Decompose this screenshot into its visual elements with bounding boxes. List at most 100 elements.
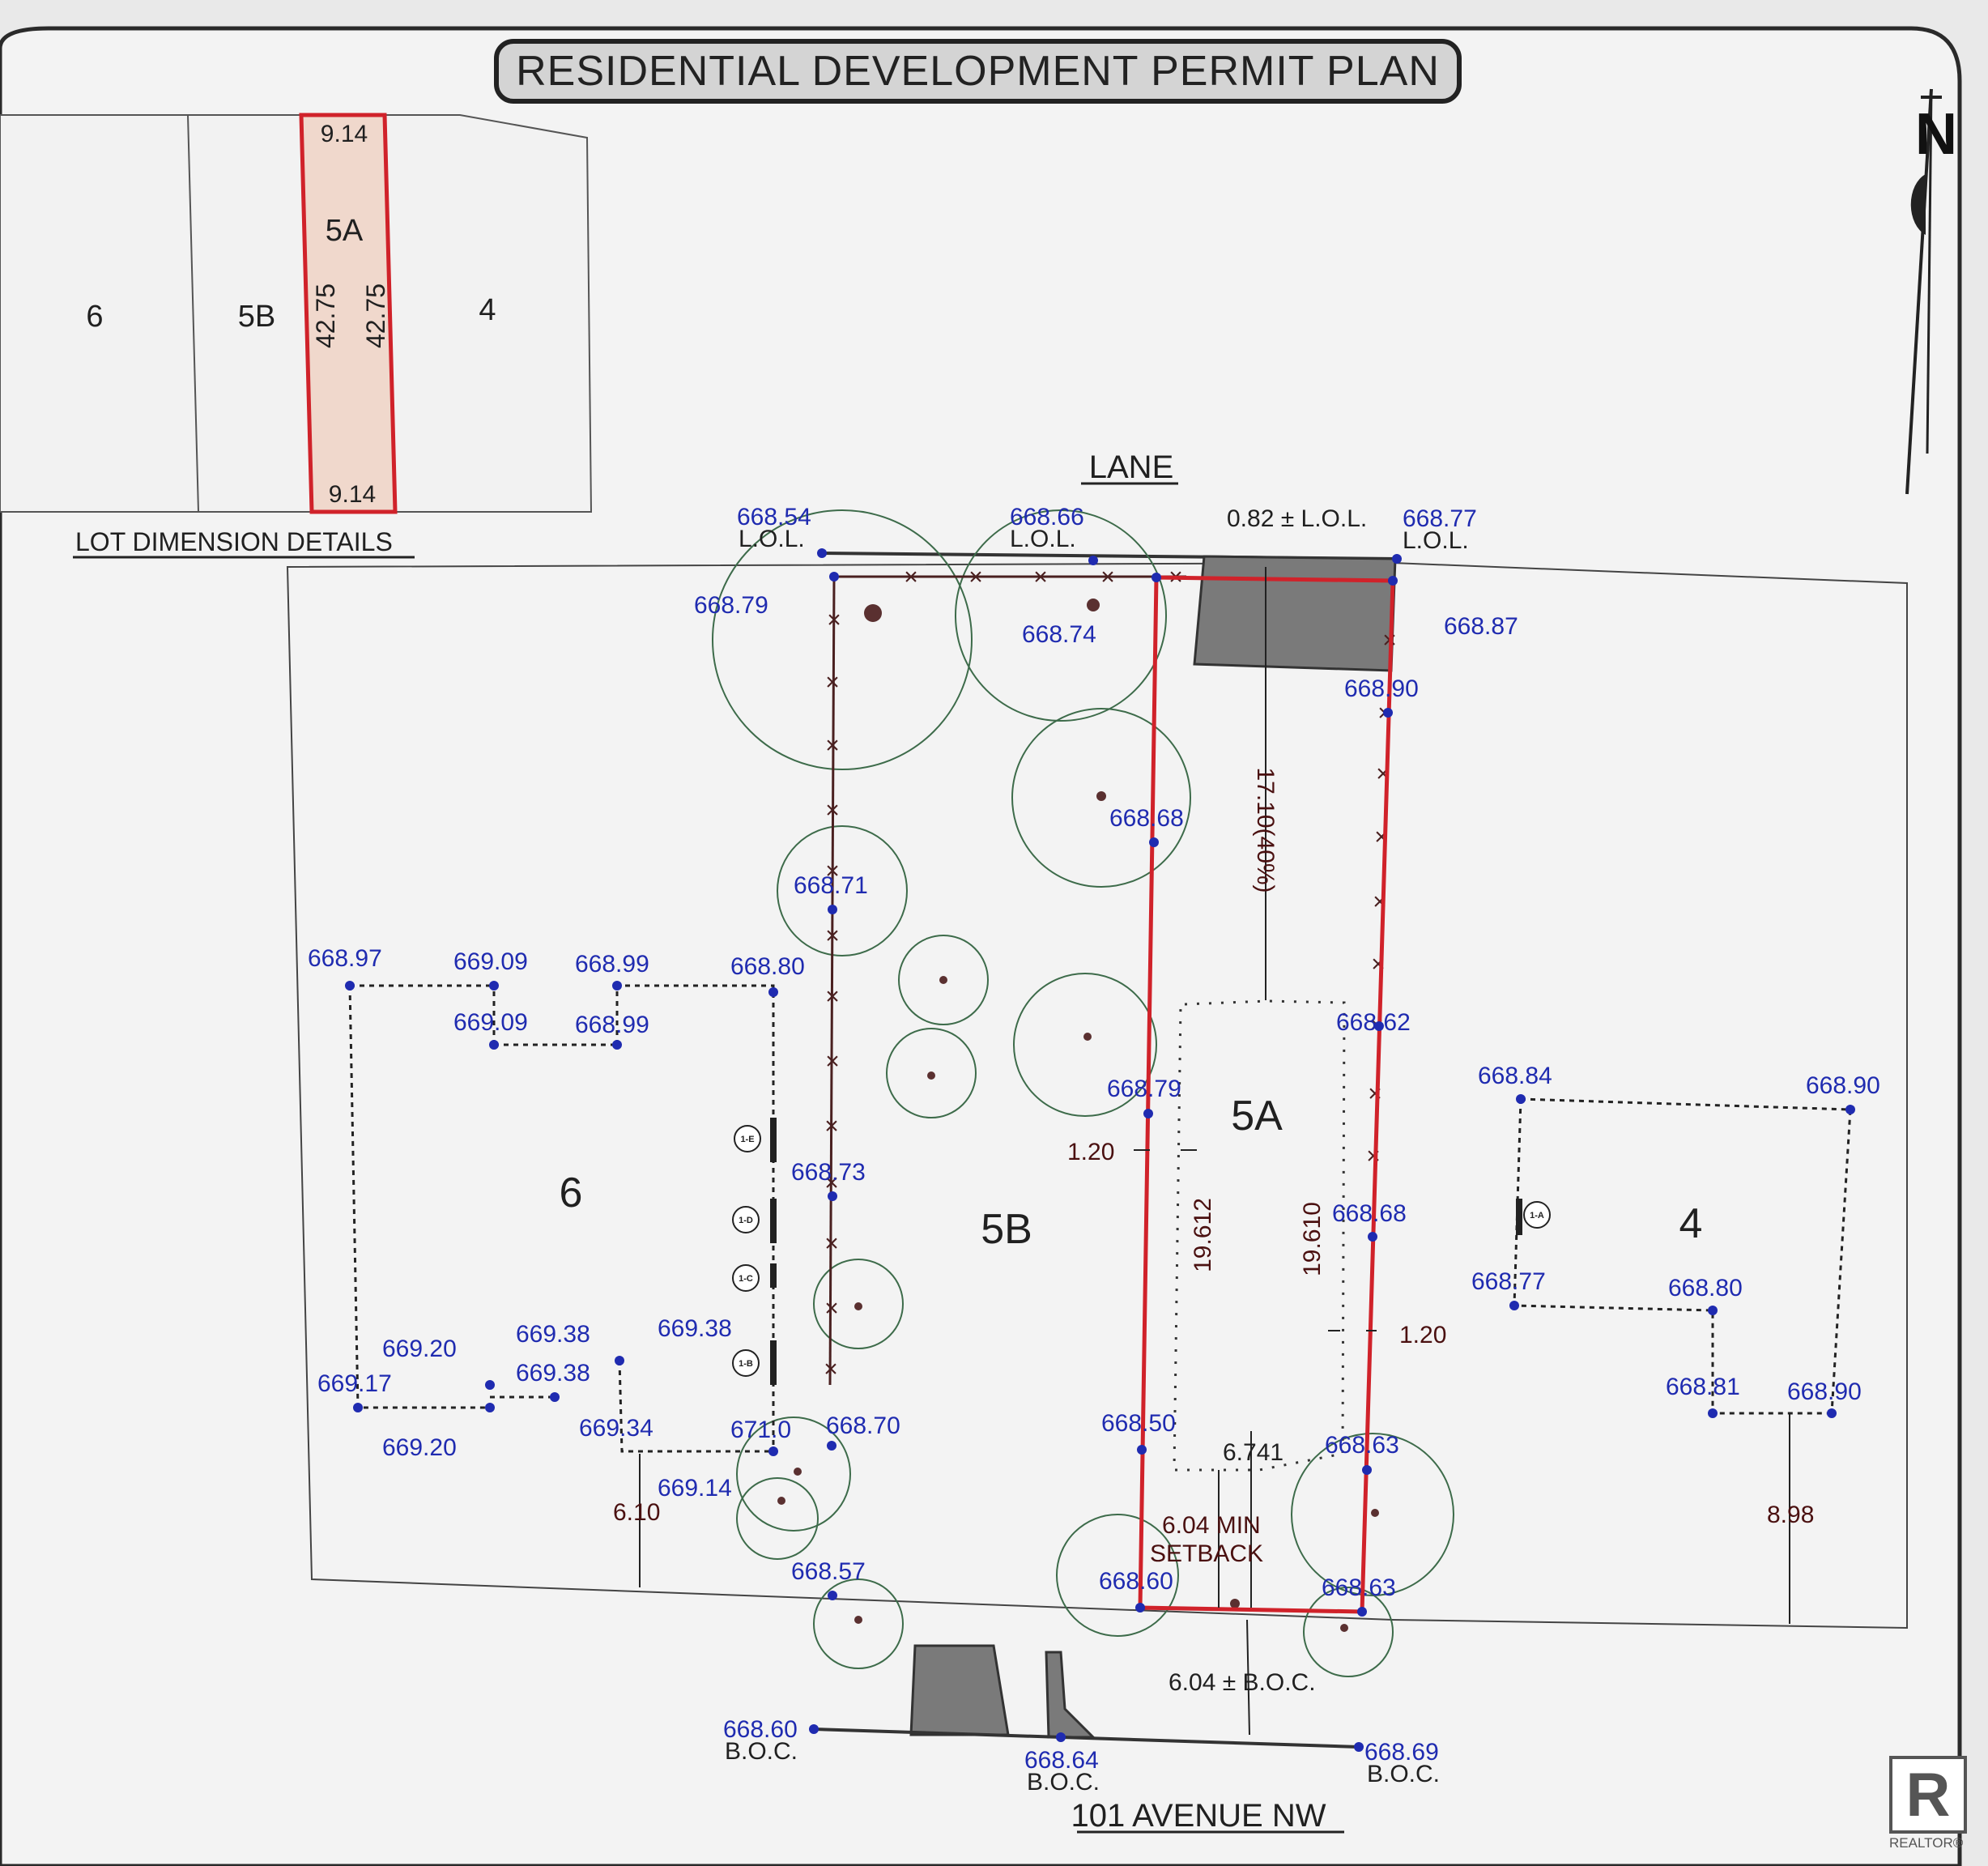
lane-elevation-labels: 668.54 L.O.L. 668.66 L.O.L. 668.77 L.O.L… <box>737 504 1477 554</box>
inset-lot-4: 4 <box>479 293 496 327</box>
svg-text:668.99: 668.99 <box>575 951 649 978</box>
svg-text:SETBACK: SETBACK <box>1150 1540 1263 1567</box>
svg-text:669.38: 669.38 <box>516 1321 590 1348</box>
svg-text:669.34: 669.34 <box>579 1415 653 1442</box>
svg-text:×: × <box>825 732 840 759</box>
window-tag-1a <box>1523 1201 1551 1229</box>
svg-text:668.77: 668.77 <box>1471 1268 1546 1295</box>
driveway-left <box>909 1644 1010 1736</box>
window-tag-1c <box>732 1264 760 1292</box>
svg-text:19.612: 19.612 <box>1190 1198 1216 1272</box>
svg-text:1-B: 1-B <box>739 1359 753 1369</box>
lot-5a-label: 5A <box>1231 1093 1283 1140</box>
svg-text:668.80: 668.80 <box>730 953 805 980</box>
svg-text:L.O.L.: L.O.L. <box>739 526 805 552</box>
svg-text:668.68: 668.68 <box>1332 1200 1407 1227</box>
svg-text:8.98: 8.98 <box>1767 1502 1814 1528</box>
lot-4-label: 4 <box>1679 1200 1703 1247</box>
svg-text:668.74: 668.74 <box>1022 621 1096 648</box>
svg-text:668.62: 668.62 <box>1336 1009 1411 1036</box>
svg-text:668.73: 668.73 <box>791 1159 866 1186</box>
realtor-watermark: R REALTOR® <box>1889 1756 1970 1853</box>
svg-text:668.66: 668.66 <box>1010 504 1084 530</box>
svg-text:×: × <box>825 858 840 884</box>
svg-text:671.0: 671.0 <box>730 1417 791 1443</box>
window-tag-1e <box>734 1125 761 1152</box>
svg-text:B.O.C.: B.O.C. <box>725 1738 798 1765</box>
svg-text:669.17: 669.17 <box>317 1370 392 1397</box>
svg-text:668.90: 668.90 <box>1344 675 1419 702</box>
svg-text:×: × <box>1368 1080 1382 1107</box>
svg-text:668.60: 668.60 <box>723 1716 798 1743</box>
svg-text:×: × <box>825 1048 840 1075</box>
svg-text:668.90: 668.90 <box>1806 1072 1880 1099</box>
svg-text:×: × <box>825 922 840 949</box>
svg-text:669.20: 669.20 <box>382 1434 457 1461</box>
svg-text:668.64: 668.64 <box>1024 1747 1099 1774</box>
lot4-house-outline <box>1513 1097 1852 1415</box>
realtor-caption: REALTOR® <box>1889 1835 1964 1851</box>
inset-lot-5a: 5A <box>326 214 364 248</box>
svg-text:1.20: 1.20 <box>1399 1322 1446 1348</box>
svg-text:×: × <box>827 607 841 633</box>
spot-elevations: 668.79 668.74 668.87 668.90 668.68 668.7… <box>308 592 1880 1601</box>
driveway-right <box>1045 1651 1096 1739</box>
window-tag-1d <box>732 1206 760 1233</box>
svg-text:×: × <box>825 797 840 824</box>
lot-5b-label: 5B <box>981 1206 1032 1253</box>
svg-text:668.79: 668.79 <box>1107 1076 1181 1102</box>
svg-text:668.97: 668.97 <box>308 945 382 972</box>
svg-text:668.60: 668.60 <box>1099 1568 1173 1595</box>
svg-text:668.54: 668.54 <box>737 504 811 530</box>
svg-text:669.09: 669.09 <box>453 1009 528 1036</box>
svg-text:668.63: 668.63 <box>1325 1432 1399 1459</box>
north-label: N <box>1915 102 1957 167</box>
svg-text:668.57: 668.57 <box>791 1558 866 1585</box>
inset-right-depth: 42.75 <box>361 283 390 348</box>
window-tag-1b <box>732 1349 760 1377</box>
svg-text:×: × <box>825 983 840 1010</box>
boc-labels: 668.60 B.O.C. 668.64 B.O.C. 668.69 B.O.C… <box>723 1716 1440 1796</box>
svg-text:6.04 ± B.O.C.: 6.04 ± B.O.C. <box>1169 1669 1316 1696</box>
inset-top-width: 9.14 <box>321 121 368 147</box>
inset-lot-6: 6 <box>86 300 103 334</box>
svg-text:1-A: 1-A <box>1530 1211 1544 1221</box>
svg-text:668.81: 668.81 <box>1666 1374 1740 1400</box>
svg-text:×: × <box>824 1295 839 1322</box>
svg-text:668.84: 668.84 <box>1478 1063 1552 1089</box>
svg-text:668.99: 668.99 <box>575 1012 649 1038</box>
lane-label: LANE <box>1089 449 1174 485</box>
svg-text:668.77: 668.77 <box>1403 505 1477 532</box>
svg-text:668.71: 668.71 <box>794 872 868 899</box>
svg-text:6.741: 6.741 <box>1223 1439 1283 1466</box>
svg-text:668.90: 668.90 <box>1787 1378 1862 1405</box>
svg-text:668.70: 668.70 <box>826 1412 900 1439</box>
svg-text:669.14: 669.14 <box>658 1475 732 1502</box>
inset-left-depth: 42.75 <box>311 283 340 348</box>
svg-text:668.79: 668.79 <box>694 592 768 619</box>
plan-title: RESIDENTIAL DEVELOPMENT PERMIT PLAN <box>494 39 1462 104</box>
svg-text:668.68: 668.68 <box>1109 805 1184 832</box>
inset-lot-line <box>187 114 199 513</box>
svg-text:669.38: 669.38 <box>658 1315 732 1342</box>
north-arrow-icon: N <box>1905 88 1957 495</box>
svg-text:B.O.C.: B.O.C. <box>1027 1769 1100 1796</box>
svg-text:×: × <box>824 1230 839 1257</box>
svg-text:×: × <box>968 564 983 590</box>
lot-dimension-inset: 6 5B 5A 4 9.14 9.14 42.75 42.75 LOT DIME… <box>0 113 593 559</box>
svg-text:6.04 MIN: 6.04 MIN <box>1162 1512 1261 1539</box>
svg-text:668.63: 668.63 <box>1322 1574 1396 1601</box>
window-markers: 1-E 1-D 1-C 1-B 1-A <box>732 1118 1551 1385</box>
svg-text:668.80: 668.80 <box>1668 1275 1743 1302</box>
svg-text:19.610: 19.610 <box>1299 1202 1326 1276</box>
lol-offset-dimension: 0.82 ± L.O.L. <box>1227 505 1367 532</box>
inset-caption: LOT DIMENSION DETAILS <box>75 527 393 556</box>
garage-footprint <box>1193 555 1397 672</box>
svg-text:1-C: 1-C <box>739 1274 753 1284</box>
svg-text:×: × <box>1033 564 1048 590</box>
svg-text:×: × <box>824 1113 839 1140</box>
svg-text:B.O.C.: B.O.C. <box>1367 1761 1440 1787</box>
svg-text:668.87: 668.87 <box>1444 613 1518 640</box>
fence-line-west <box>828 575 1186 1386</box>
